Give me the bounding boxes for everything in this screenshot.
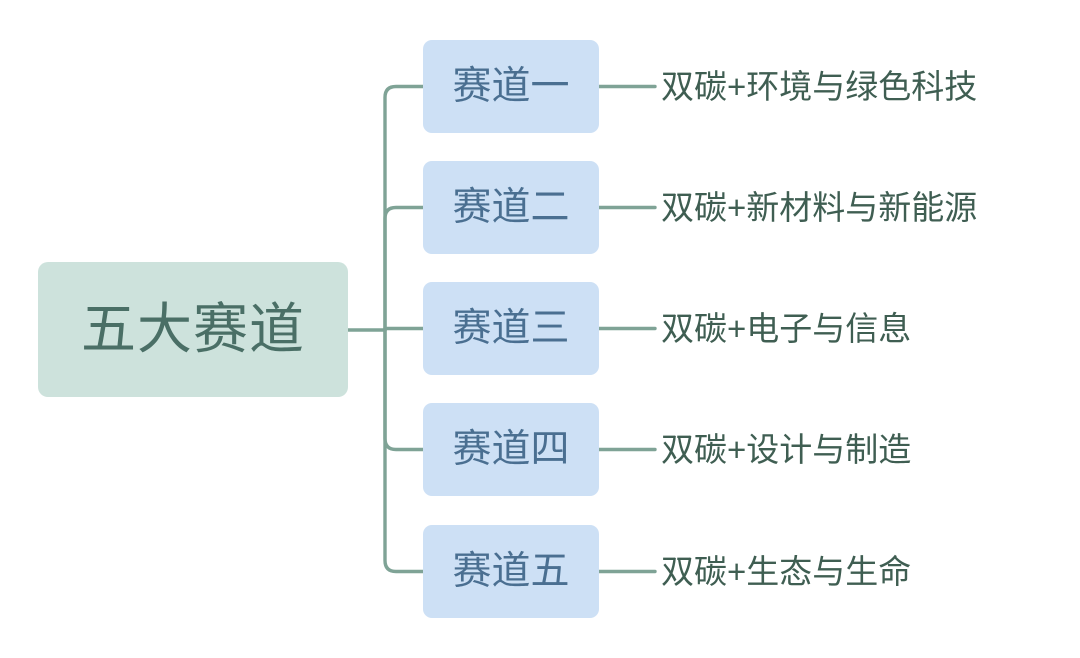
branch-node-4-label: 赛道四 xyxy=(452,428,570,471)
branch-node-4[interactable]: 赛道四 xyxy=(423,403,599,496)
branch-node-1[interactable]: 赛道一 xyxy=(423,40,599,133)
leaf-text-5: 双碳+生态与生命 xyxy=(661,553,912,590)
branch-node-3-label: 赛道三 xyxy=(452,307,570,350)
branch-node-2[interactable]: 赛道二 xyxy=(423,161,599,254)
leaf-text-2: 双碳+新材料与新能源 xyxy=(661,189,978,226)
leaf-text-4: 双碳+设计与制造 xyxy=(661,431,912,468)
branch-node-3[interactable]: 赛道三 xyxy=(423,282,599,375)
leaf-text-3: 双碳+电子与信息 xyxy=(661,310,912,347)
branch-node-5[interactable]: 赛道五 xyxy=(423,525,599,618)
root-node[interactable]: 五大赛道 xyxy=(38,262,348,397)
branch-node-2-label: 赛道二 xyxy=(452,186,570,229)
branch-node-1-label: 赛道一 xyxy=(452,65,570,108)
leaf-text-1: 双碳+环境与绿色科技 xyxy=(661,68,978,105)
root-node-label: 五大赛道 xyxy=(80,298,305,360)
branch-node-5-label: 赛道五 xyxy=(452,550,570,593)
